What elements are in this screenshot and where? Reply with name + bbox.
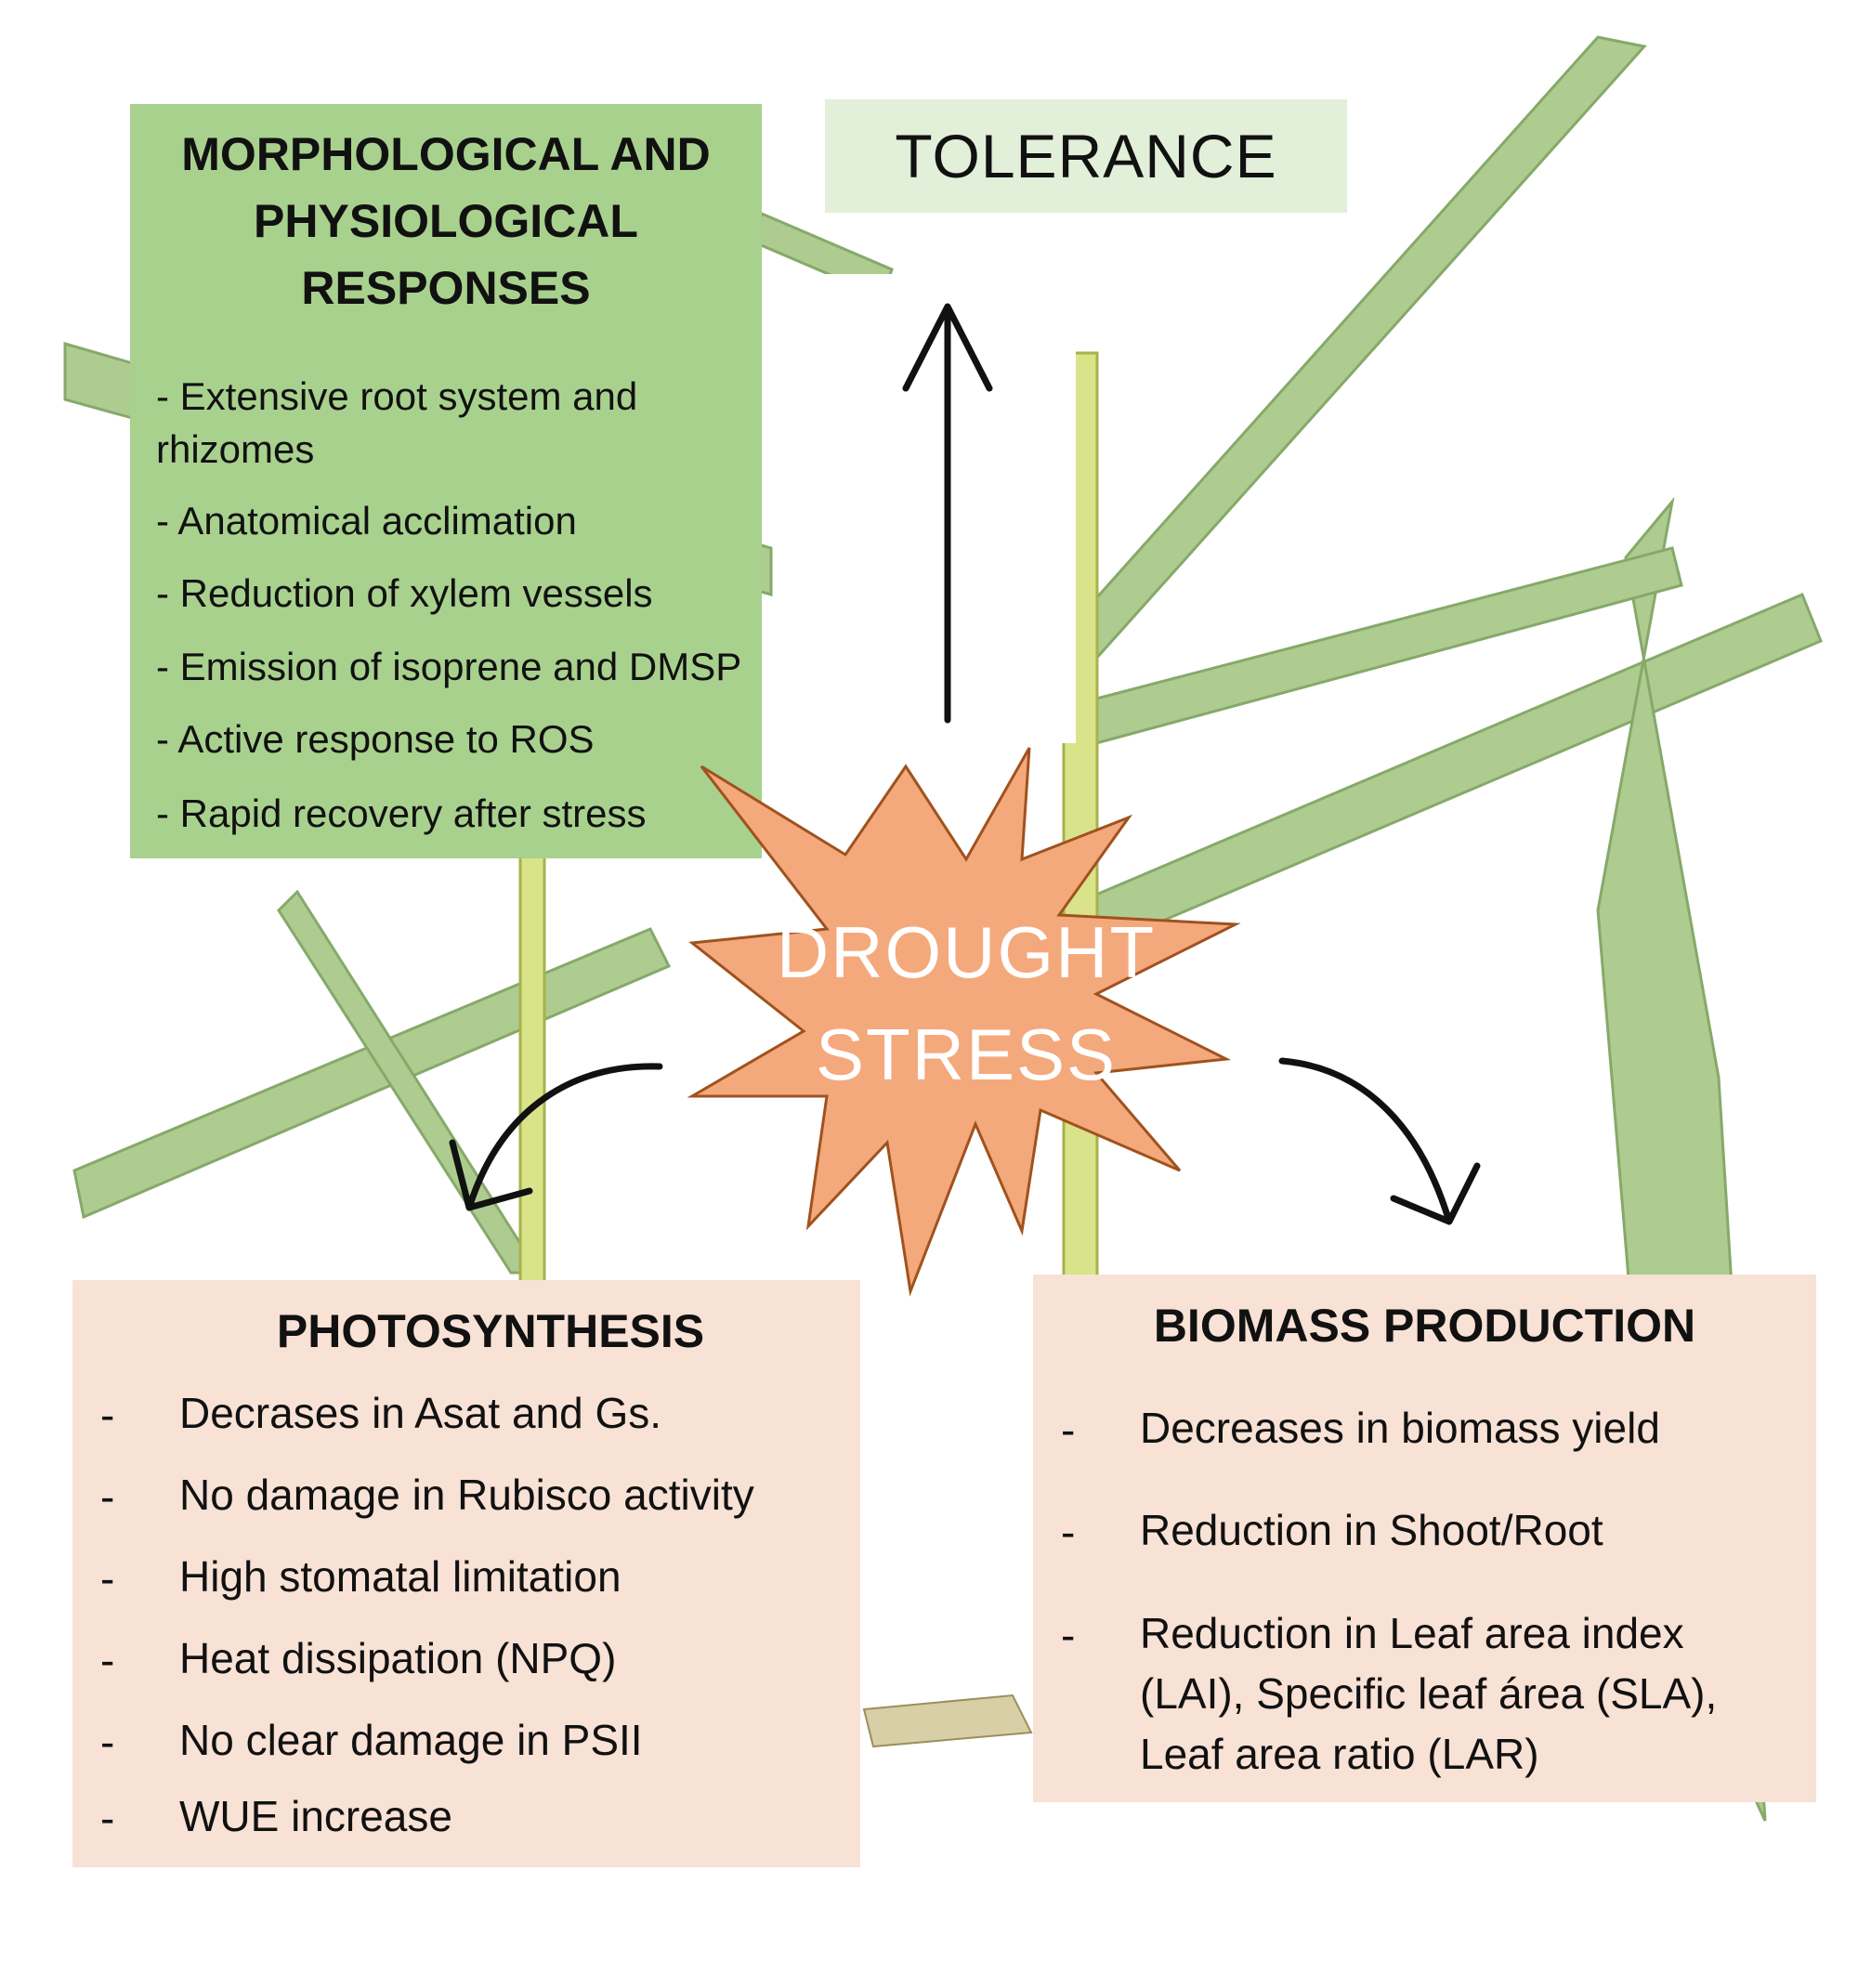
photosynthesis-item: WUE increase [179,1792,452,1840]
morphological-item: - Emission of isoprene and DMSP [156,645,742,688]
morphological-title-line: PHYSIOLOGICAL [254,195,638,247]
rhizome [862,1694,1033,1748]
photosynthesis-item: High stomatal limitation [179,1552,622,1601]
bullet-dash: - [100,1391,115,1439]
photosynthesis-box: PHOTOSYNTHESIS - Decrases in Asat and Gs… [72,1280,860,1867]
curved-arrow-left-icon [449,1063,663,1211]
biomass-title: BIOMASS PRODUCTION [1153,1300,1696,1352]
morphological-title: MORPHOLOGICAL AND PHYSIOLOGICAL RESPONSE… [130,121,762,321]
starburst [687,747,1241,1297]
bullet-dash: - [100,1718,115,1766]
curved-arrow-right-icon [1278,1057,1481,1225]
bullet-dash: - [1061,1406,1076,1454]
morphological-title-line: MORPHOLOGICAL AND [181,128,711,180]
tolerance-box: TOLERANCE [825,99,1347,213]
morphological-item: - Rapid recovery after stress [156,791,647,835]
morphological-title-line: RESPONSES [301,262,591,314]
bullet-dash: - [100,1472,115,1521]
biomass-item: Reduction in Shoot/Root [1140,1506,1603,1554]
biomass-item: (LAI), Specific leaf área (SLA), [1140,1669,1718,1718]
morphological-item: - Anatomical acclimation [156,499,577,543]
biomass-box: BIOMASS PRODUCTION - Decreases in biomas… [1033,1275,1816,1802]
morphological-item: - Reduction of xylem vessels [156,571,653,615]
bullet-dash: - [1061,1508,1076,1556]
leaf-blade [277,889,542,1275]
bullet-dash: - [100,1794,115,1842]
photosynthesis-item: No damage in Rubisco activity [179,1471,754,1519]
photosynthesis-item: Decrases in Asat and Gs. [179,1389,662,1437]
morphological-item: rhizomes [156,427,315,471]
bullet-dash: - [100,1554,115,1602]
bullet-dash: - [100,1636,115,1684]
drought-label-line: DROUGHT [776,911,1157,993]
morphological-box: MORPHOLOGICAL AND PHYSIOLOGICAL RESPONSE… [130,104,762,858]
up-arrow-icon [902,303,993,724]
photosynthesis-item: No clear damage in PSII [179,1716,643,1764]
drought-label-line: STRESS [815,1014,1118,1095]
drought-label: DROUGHT STRESS [762,901,1171,1105]
bullet-dash: - [1061,1611,1076,1659]
morphological-item: - Extensive root system and [156,374,638,418]
tolerance-label: TOLERANCE [895,122,1277,190]
biomass-item: Decreases in biomass yield [1140,1404,1660,1452]
photosynthesis-title: PHOTOSYNTHESIS [276,1305,705,1357]
biomass-item: Reduction in Leaf area index [1140,1609,1684,1657]
arrow-background [1224,975,1540,1291]
photosynthesis-item: Heat dissipation (NPQ) [179,1634,617,1682]
biomass-item: Leaf area ratio (LAR) [1140,1730,1539,1778]
morphological-item: - Active response to ROS [156,717,595,761]
